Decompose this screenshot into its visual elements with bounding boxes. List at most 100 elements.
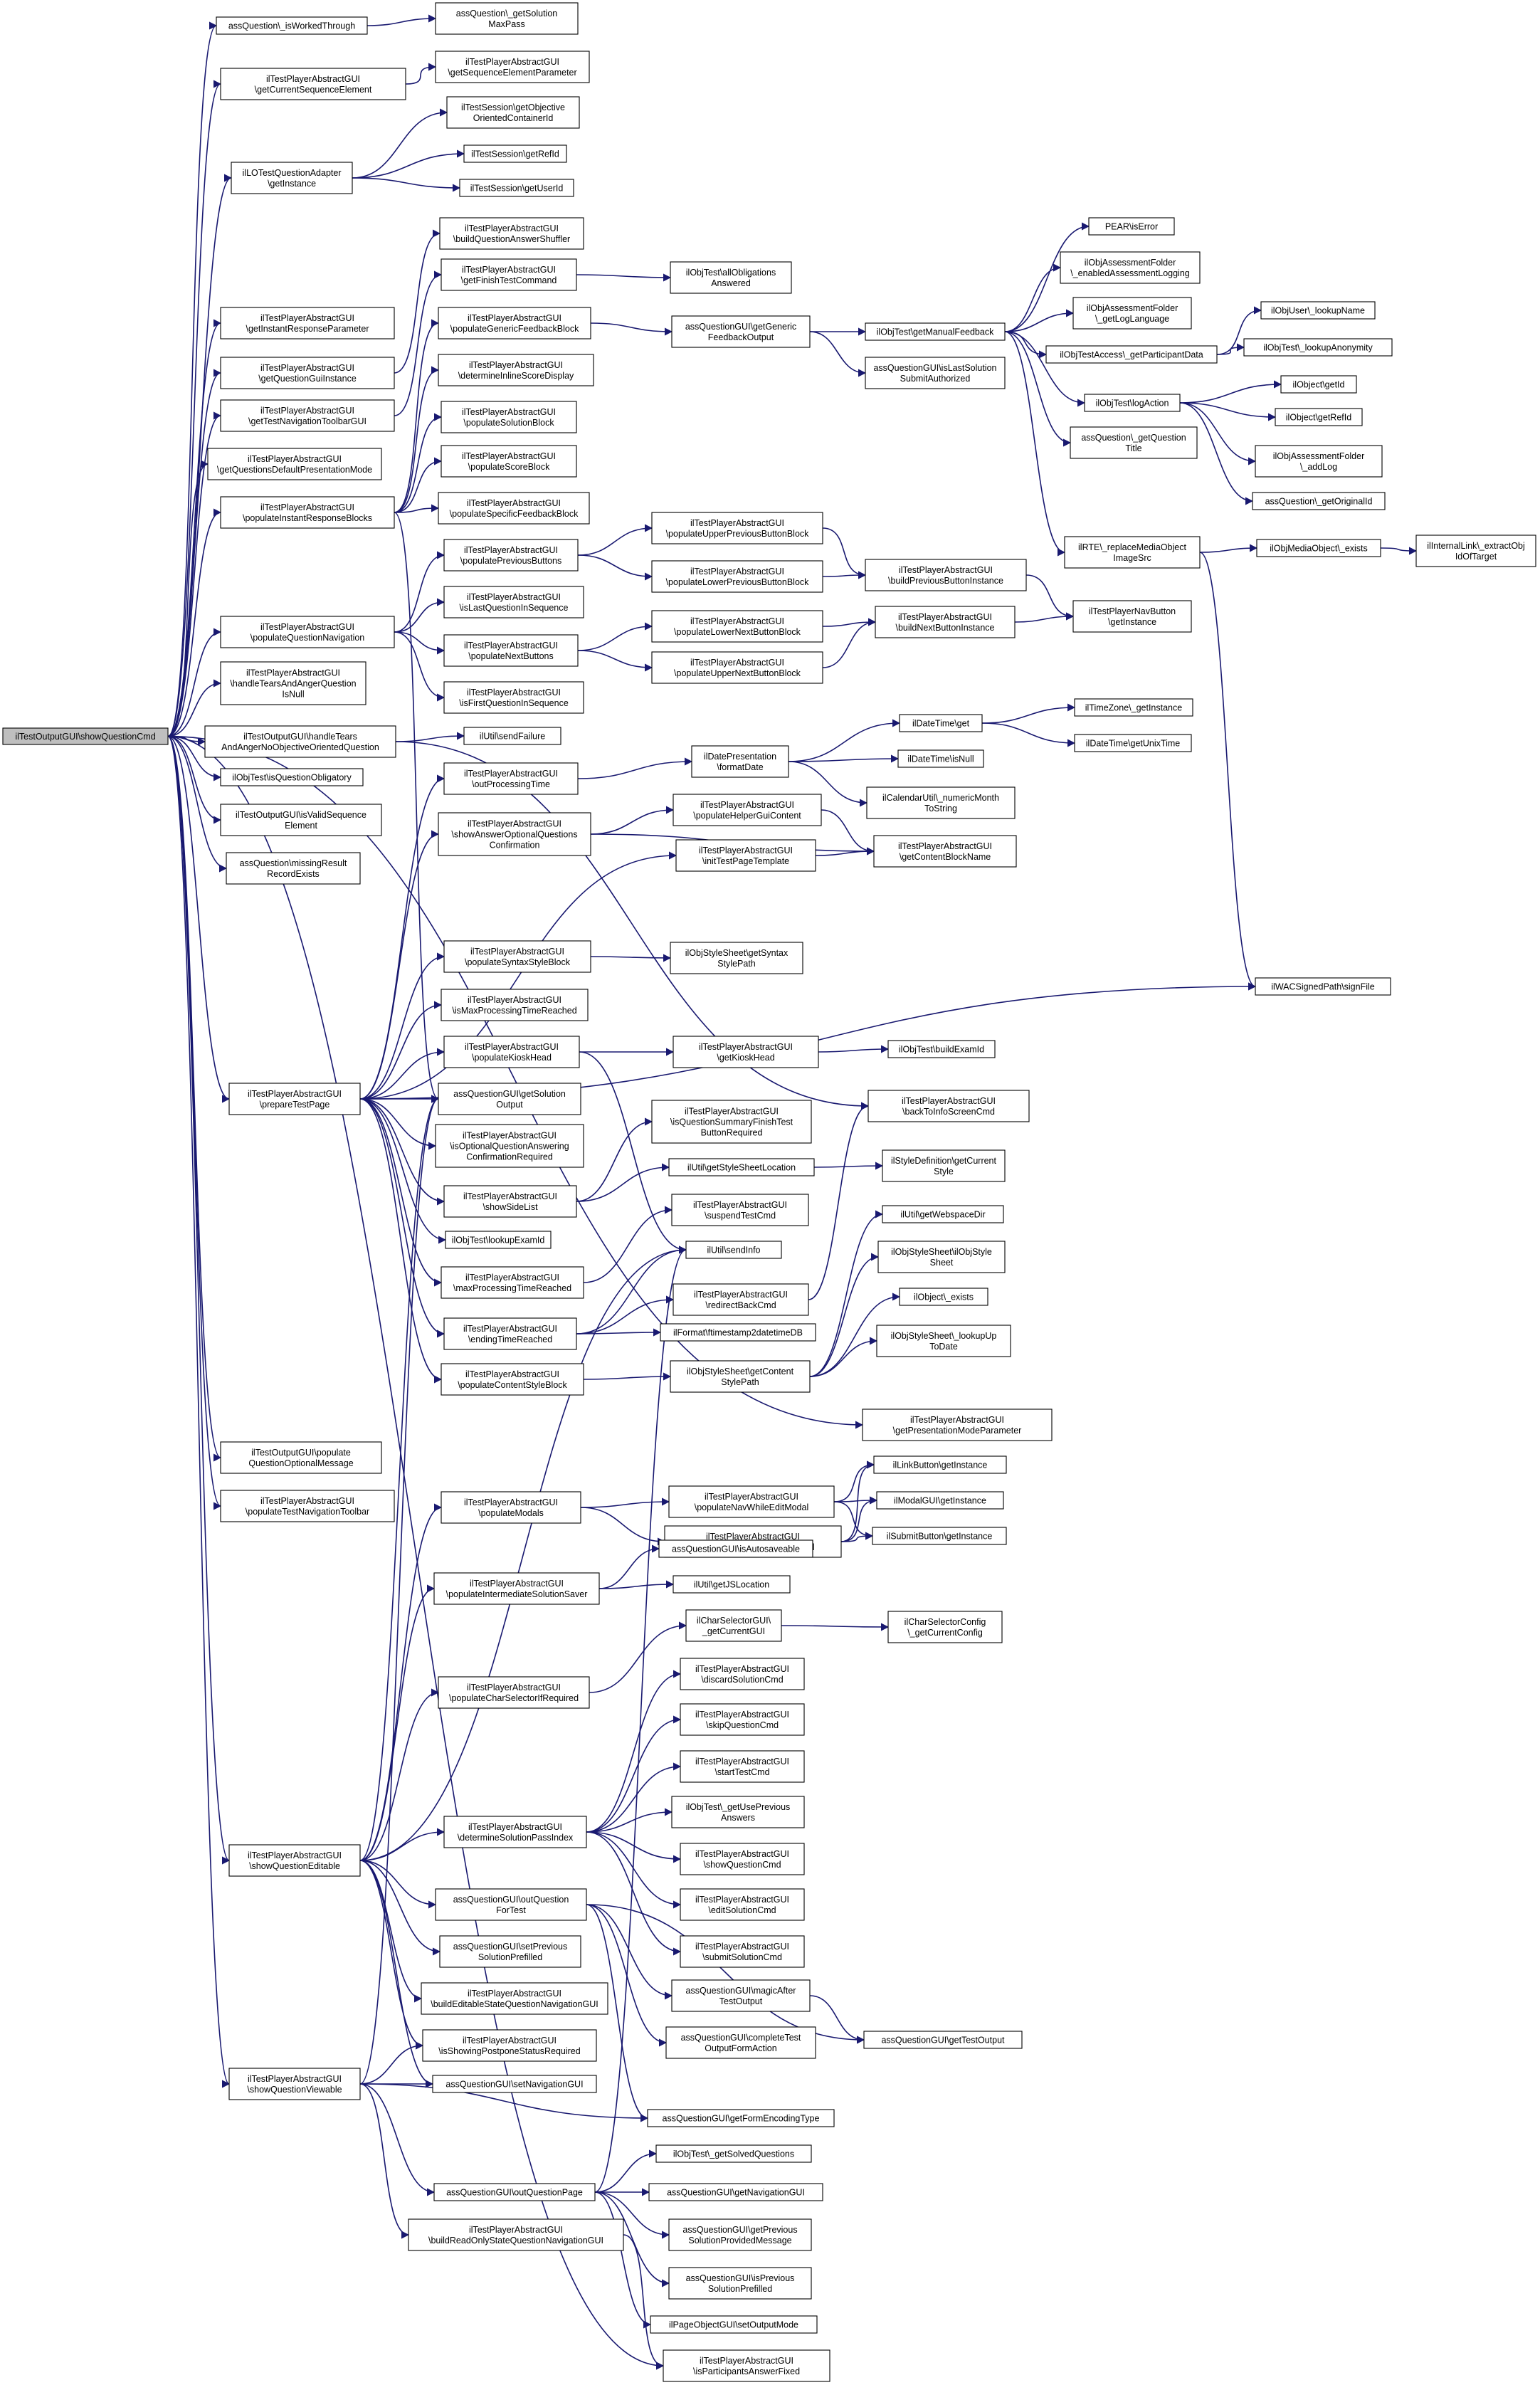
graph-node-e3[interactable]: ilObjAssessmentFolder\_getLogLanguage xyxy=(1072,297,1192,330)
graph-node-b24[interactable]: ilTestPlayerAbstractGUI\isOptionalQuesti… xyxy=(435,1124,584,1168)
graph-node-e8[interactable]: ilTestPlayerNavButton\getInstance xyxy=(1072,600,1192,633)
graph-node-b35[interactable]: assQuestionGUI\setPreviousSolutionPrefil… xyxy=(439,1935,581,1968)
graph-node-c5[interactable]: ilTestPlayerAbstractGUI\populateLowerNex… xyxy=(651,610,823,643)
graph-node-a12[interactable]: ilObjTest\isQuestionObligatory xyxy=(220,768,364,786)
graph-node-b17[interactable]: ilUtil\sendFailure xyxy=(463,727,561,745)
graph-node-a5[interactable]: ilTestPlayerAbstractGUI\getQuestionGuiIn… xyxy=(220,357,395,389)
graph-node-f1[interactable]: ilObjUser\_lookupName xyxy=(1260,301,1376,320)
graph-node-a3[interactable]: ilLOTestQuestionAdapter\getInstance xyxy=(231,162,353,194)
graph-node-d16[interactable]: ilTestPlayerAbstractGUI\getPresentationM… xyxy=(862,1409,1053,1441)
graph-node-c38[interactable]: ilPageObjectGUI\setOutputMode xyxy=(650,2315,818,2334)
graph-node-a19[interactable]: ilTestPlayerAbstractGUI\showQuestionView… xyxy=(228,2068,361,2100)
graph-node-a16[interactable]: ilTestOutputGUI\populateQuestionOptional… xyxy=(220,1441,382,1474)
graph-node-d19[interactable]: ilSubmitButton\getInstance xyxy=(872,1527,1007,1545)
graph-node-c6[interactable]: ilTestPlayerAbstractGUI\populateUpperNex… xyxy=(651,651,823,684)
graph-node-a6[interactable]: ilTestPlayerAbstractGUI\getTestNavigatio… xyxy=(220,399,395,432)
graph-node-c26[interactable]: ilTestPlayerAbstractGUI\startTestCmd xyxy=(680,1750,805,1783)
graph-node-d6[interactable]: ilDateTime\isNull xyxy=(897,749,984,768)
graph-node-d2[interactable]: assQuestionGUI\isLastSolutionSubmitAutho… xyxy=(865,357,1006,389)
graph-node-c9[interactable]: ilTestPlayerAbstractGUI\initTestPageTemp… xyxy=(675,839,816,872)
graph-node-e2[interactable]: ilObjAssessmentFolder\_enabledAssessment… xyxy=(1060,251,1201,284)
graph-node-a2[interactable]: ilTestPlayerAbstractGUI\getCurrentSequen… xyxy=(220,68,406,100)
graph-node-d1[interactable]: ilObjTest\getManualFeedback xyxy=(865,322,1006,341)
graph-node-d17[interactable]: ilLinkButton\getInstance xyxy=(873,1455,1007,1474)
graph-node-c24[interactable]: ilTestPlayerAbstractGUI\discardSolutionC… xyxy=(680,1658,805,1690)
graph-node-c39[interactable]: ilTestPlayerAbstractGUI\isParticipantsAn… xyxy=(663,2349,830,2382)
graph-node-root[interactable]: ilTestOutputGUI\showQuestionCmd xyxy=(2,727,169,745)
graph-node-e5[interactable]: ilObjTest\logAction xyxy=(1084,394,1181,412)
graph-node-c29[interactable]: ilTestPlayerAbstractGUI\editSolutionCmd xyxy=(680,1888,805,1921)
graph-node-b13[interactable]: ilTestPlayerAbstractGUI\populatePrevious… xyxy=(443,539,579,572)
graph-node-c30[interactable]: ilTestPlayerAbstractGUI\submitSolutionCm… xyxy=(680,1935,805,1968)
graph-node-b14[interactable]: ilTestPlayerAbstractGUI\isLastQuestionIn… xyxy=(443,586,584,618)
graph-node-e1[interactable]: PEAR\isError xyxy=(1088,217,1175,236)
graph-node-a1[interactable]: assQuestion\_isWorkedThrough xyxy=(216,16,368,35)
graph-node-c37[interactable]: assQuestionGUI\isPreviousSolutionPrefill… xyxy=(668,2267,812,2300)
graph-node-d8[interactable]: ilTestPlayerAbstractGUI\getContentBlockN… xyxy=(873,835,1017,868)
graph-node-b33[interactable]: ilTestPlayerAbstractGUI\determineSolutio… xyxy=(443,1816,587,1848)
graph-node-b2[interactable]: ilTestPlayerAbstractGUI\getSequenceEleme… xyxy=(435,51,590,83)
graph-node-e4[interactable]: ilObjTestAccess\_getParticipantData xyxy=(1045,345,1218,364)
graph-node-c14[interactable]: ilTestPlayerAbstractGUI\suspendTestCmd xyxy=(671,1194,809,1226)
graph-node-c15[interactable]: ilUtil\sendInfo xyxy=(685,1241,782,1259)
graph-node-c13[interactable]: ilUtil\getStyleSheetLocation xyxy=(668,1158,815,1176)
graph-node-c3[interactable]: ilTestPlayerAbstractGUI\populateUpperPre… xyxy=(651,512,823,544)
graph-node-f7[interactable]: ilObjMediaObject\_exists xyxy=(1256,539,1381,557)
graph-node-c21[interactable]: assQuestionGUI\isAutosaveable xyxy=(658,1539,813,1558)
graph-node-d21[interactable]: assQuestionGUI\getTestOutput xyxy=(863,2031,1023,2049)
graph-node-e9[interactable]: ilTimeZone\_getInstance xyxy=(1074,698,1193,717)
graph-node-f3[interactable]: ilObject\getId xyxy=(1280,375,1357,394)
graph-node-a17[interactable]: ilTestPlayerAbstractGUI\populateTestNavi… xyxy=(220,1490,395,1522)
graph-node-b40[interactable]: ilTestPlayerAbstractGUI\buildReadOnlySta… xyxy=(408,2218,624,2251)
graph-node-b22[interactable]: ilTestPlayerAbstractGUI\populateKioskHea… xyxy=(443,1036,580,1068)
graph-node-c7[interactable]: ilDatePresentation\formatDate xyxy=(691,745,789,778)
graph-node-c32[interactable]: assQuestionGUI\completeTestOutputFormAct… xyxy=(665,2026,816,2059)
graph-node-b15[interactable]: ilTestPlayerAbstractGUI\populateNextButt… xyxy=(443,634,579,667)
graph-node-c34[interactable]: ilObjTest\_getSolvedQuestions xyxy=(655,2144,812,2163)
graph-node-d3[interactable]: ilTestPlayerAbstractGUI\buildPreviousBut… xyxy=(865,559,1027,591)
graph-node-b18[interactable]: ilTestPlayerAbstractGUI\outProcessingTim… xyxy=(443,762,579,795)
graph-node-b32[interactable]: ilTestPlayerAbstractGUI\populateCharSele… xyxy=(438,1676,590,1709)
graph-node-e11[interactable]: ilWACSignedPath\signFile xyxy=(1255,977,1391,996)
graph-node-d5[interactable]: ilDateTime\get xyxy=(899,714,983,732)
graph-node-c11[interactable]: ilTestPlayerAbstractGUI\getKioskHead xyxy=(673,1036,819,1068)
graph-node-b37[interactable]: ilTestPlayerAbstractGUI\isShowingPostpon… xyxy=(422,2029,597,2062)
graph-node-c25[interactable]: ilTestPlayerAbstractGUI\skipQuestionCmd xyxy=(680,1703,805,1736)
graph-node-c33[interactable]: assQuestionGUI\getFormEncodingType xyxy=(647,2109,835,2127)
graph-node-d4[interactable]: ilTestPlayerAbstractGUI\buildNextButtonI… xyxy=(875,606,1016,638)
graph-node-a8[interactable]: ilTestPlayerAbstractGUI\populateInstantR… xyxy=(220,496,395,529)
graph-node-a15[interactable]: ilTestPlayerAbstractGUI\prepareTestPage xyxy=(228,1083,361,1115)
graph-node-c23[interactable]: ilCharSelectorGUI\_getCurrentGUI xyxy=(685,1609,782,1642)
graph-node-f2[interactable]: ilObjTest\_lookupAnonymity xyxy=(1243,338,1393,357)
graph-node-c35[interactable]: assQuestionGUI\getNavigationGUI xyxy=(648,2183,823,2201)
graph-node-c22[interactable]: ilUtil\getJSLocation xyxy=(673,1575,791,1594)
graph-node-c36[interactable]: assQuestionGUI\getPreviousSolutionProvid… xyxy=(668,2218,812,2251)
graph-node-c28[interactable]: ilTestPlayerAbstractGUI\showQuestionCmd xyxy=(680,1843,805,1875)
graph-node-b36[interactable]: ilTestPlayerAbstractGUI\buildEditableSta… xyxy=(421,1982,608,2015)
graph-node-b38[interactable]: assQuestionGUI\setNavigationGUI xyxy=(432,2075,597,2093)
graph-node-d9[interactable]: ilObjTest\buildExamId xyxy=(887,1040,996,1058)
graph-node-c4[interactable]: ilTestPlayerAbstractGUI\populateLowerPre… xyxy=(651,560,823,593)
graph-node-b10[interactable]: ilTestPlayerAbstractGUI\populateSolution… xyxy=(441,401,577,433)
graph-node-d10[interactable]: ilTestPlayerAbstractGUI\backToInfoScreen… xyxy=(867,1090,1030,1122)
graph-node-a10[interactable]: ilTestPlayerAbstractGUI\handleTearsAndAn… xyxy=(220,661,366,705)
graph-node-a18[interactable]: ilTestPlayerAbstractGUI\showQuestionEdit… xyxy=(228,1844,361,1877)
graph-node-c17[interactable]: ilFormat\ftimestamp2datetimeDB xyxy=(660,1323,816,1342)
graph-node-b19[interactable]: ilTestPlayerAbstractGUI\showAnswerOption… xyxy=(438,812,591,856)
graph-node-b3[interactable]: ilTestSession\getObjectiveOrientedContai… xyxy=(446,96,580,129)
graph-node-d20[interactable]: ilCharSelectorConfig\_getCurrentConfig xyxy=(887,1611,1003,1643)
graph-node-b31[interactable]: ilTestPlayerAbstractGUI\populateIntermed… xyxy=(433,1572,600,1605)
graph-node-b39[interactable]: assQuestionGUI\outQuestionPage xyxy=(433,2183,596,2201)
